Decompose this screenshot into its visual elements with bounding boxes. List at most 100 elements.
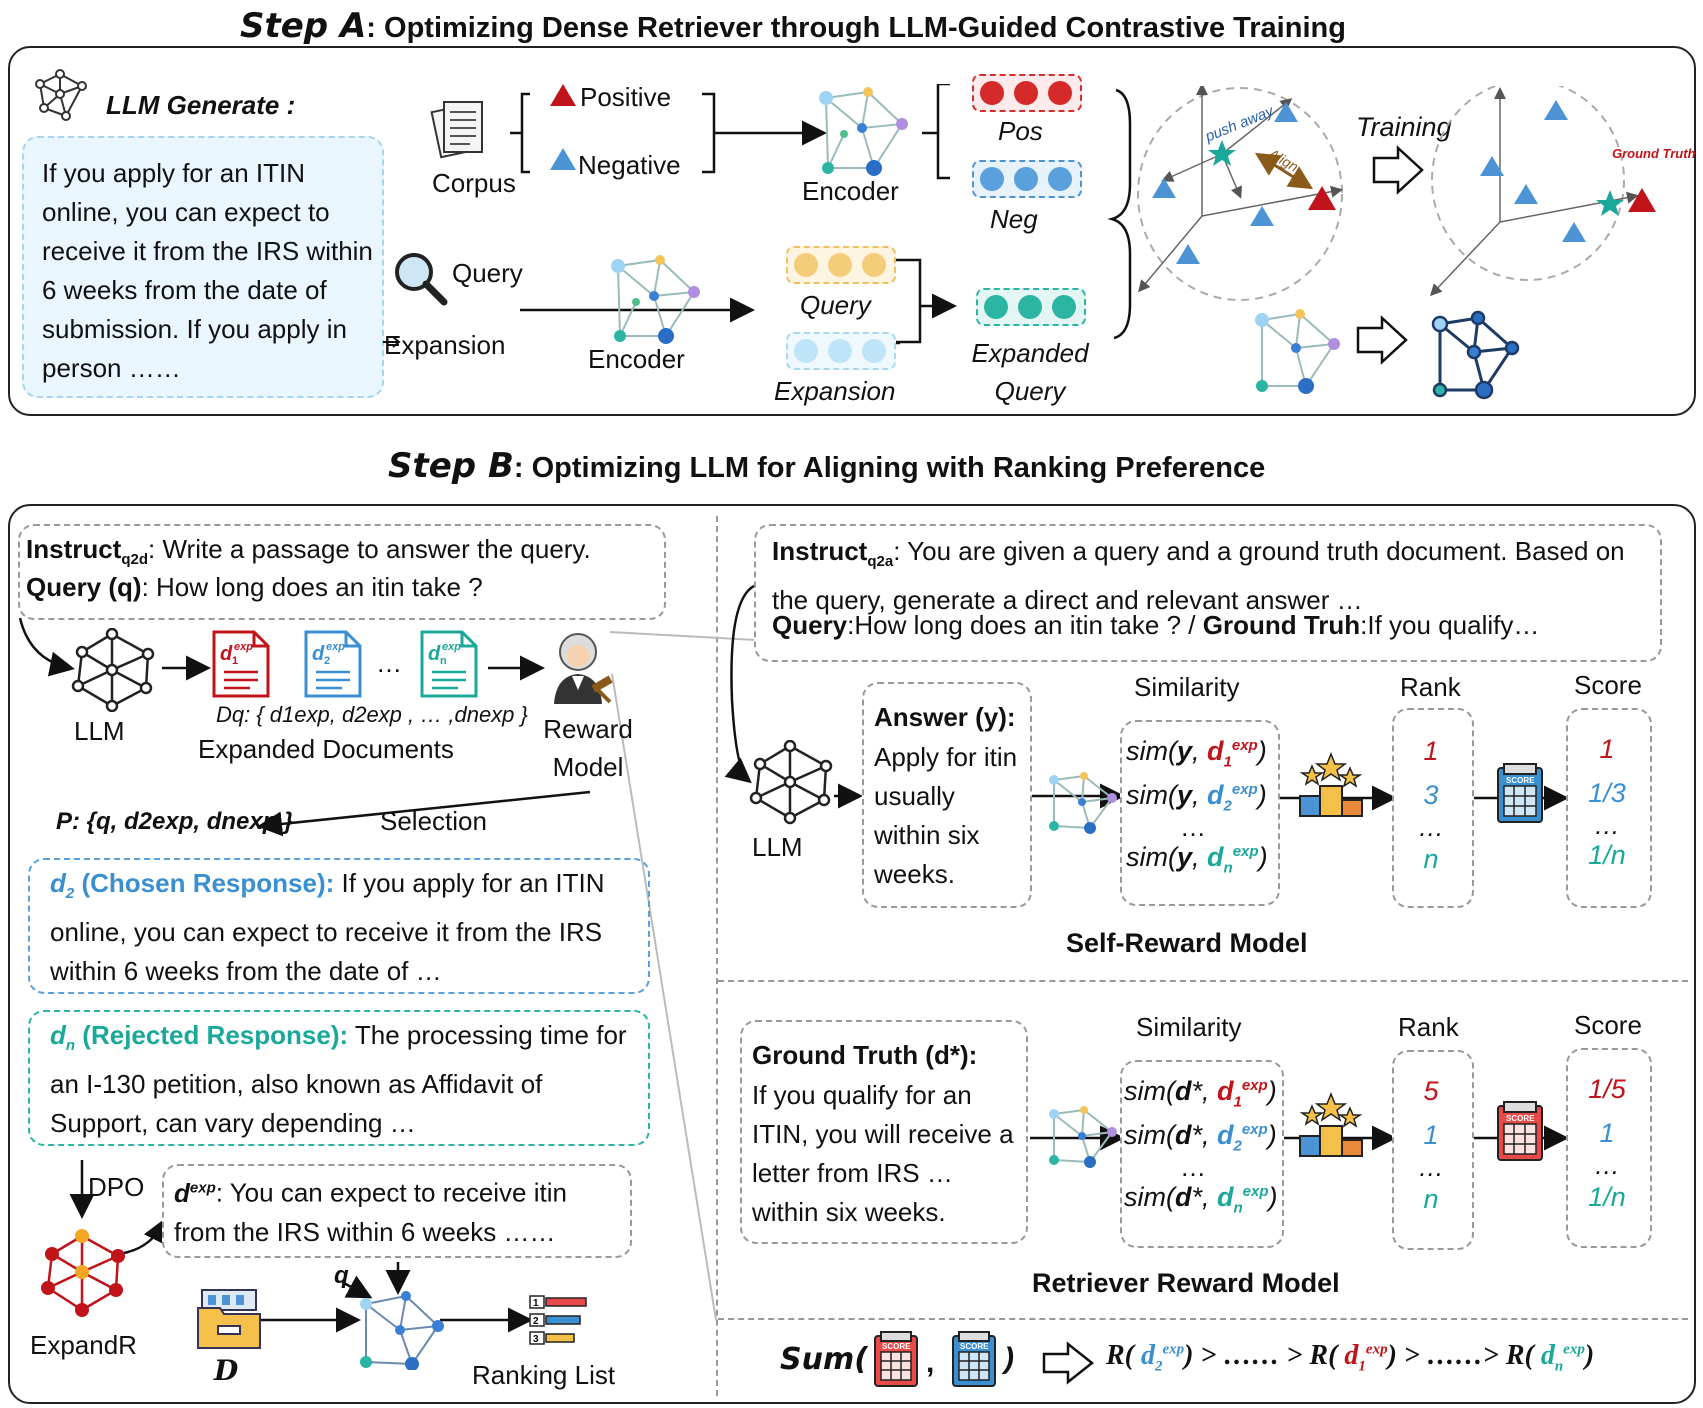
query-dot: [828, 253, 852, 277]
pos-dot: [1048, 81, 1072, 105]
encoder-before-icon: [1255, 309, 1340, 394]
score-1-item: 1/3: [1588, 778, 1626, 808]
q-input-label: q: [334, 1262, 349, 1289]
score-1-item: 1/n: [1588, 840, 1626, 870]
svg-text:exp: exp: [234, 641, 253, 653]
expanded-documents-label: Expanded Documents: [198, 734, 454, 764]
rank-1-item: 3: [1423, 780, 1439, 810]
passage-box: [22, 136, 384, 398]
self-reward-model-label: Self-Reward Model: [1066, 928, 1308, 958]
chosen-response-box: [28, 858, 650, 994]
selection-label: Selection: [380, 806, 487, 836]
svg-text:1: 1: [232, 655, 238, 667]
sim-y-d1: sim(y, d1exp): [1126, 736, 1267, 771]
dq-set-label: Dq: { d1exp, d2exp , … ,dnexp }: [216, 702, 528, 727]
step-a-title: Step A: Optimizing Dense Retriever throu…: [240, 6, 1346, 46]
rank-1-item: …: [1418, 812, 1444, 842]
expanded-dot: [1018, 295, 1042, 319]
llm-label-right: LLM: [752, 832, 803, 862]
negative-triangle-icon: [550, 148, 576, 170]
podium-icon-1: [1299, 752, 1363, 817]
sim-y-dn: sim(y, dnexp): [1126, 842, 1268, 877]
ranking-list-label: Ranking List: [472, 1360, 616, 1390]
similarity-header-1: Similarity: [1134, 672, 1240, 702]
answer-text: Apply for itin usually within six weeks.: [874, 742, 1018, 889]
rank-header-1: Rank: [1400, 672, 1461, 702]
svg-text:SCORE: SCORE: [882, 1342, 911, 1351]
sum-label: Sum(: [780, 1342, 868, 1377]
encoder-icon-bottom: [611, 255, 700, 344]
neg-dot: [1014, 167, 1038, 191]
expansion-dot: [794, 339, 818, 363]
svg-text:SCORE: SCORE: [960, 1342, 989, 1351]
rank-box-2: [1392, 1050, 1474, 1250]
score-2-item: 1/n: [1588, 1182, 1626, 1212]
ground-truth-label: Ground Truth: [1612, 146, 1696, 161]
expansion-arrow: [383, 336, 401, 348]
expansion-label: Expansion: [384, 330, 506, 360]
ranking-list-icon: 123: [529, 1295, 587, 1345]
retriever-icon: [360, 1291, 444, 1370]
rank-header-2: Rank: [1398, 1012, 1459, 1042]
dexp-text: dexp: You can expect to receive itin fro…: [174, 1177, 567, 1247]
svg-text:3: 3: [533, 1334, 539, 1345]
svg-text:SCORE: SCORE: [1506, 776, 1535, 785]
implies-arrow-icon: [1042, 1341, 1095, 1385]
svg-text:SCORE: SCORE: [1506, 1114, 1535, 1123]
svg-text:d: d: [220, 643, 233, 665]
sim-d-dn: sim(d*, dnexp): [1124, 1182, 1278, 1217]
positive-triangle-icon: [550, 84, 576, 106]
query-embedding-label: Query: [800, 290, 871, 320]
encoder-small-icon-2: [1049, 1106, 1117, 1168]
score-box-1: [1566, 708, 1652, 908]
query-dot: [794, 253, 818, 277]
svg-text:2: 2: [533, 1316, 539, 1327]
similarity-box-2: [1120, 1060, 1284, 1248]
scoreboard-sum-red-icon: SCORE: [874, 1331, 918, 1387]
query-label: Query: [452, 258, 523, 288]
similarity-header-2: Similarity: [1136, 1012, 1242, 1042]
neg-dot: [1048, 167, 1072, 191]
encoder-small-icon-1: [1049, 772, 1117, 834]
embedding-space-diagram: push away Align Training Ground Truth: [1137, 86, 1696, 365]
svg-text:2: 2: [324, 655, 330, 667]
final-ranking: R( d2exp) > …… > R( d1exp) > ……> R( dnex…: [1106, 1340, 1595, 1375]
svg-text:d: d: [428, 643, 441, 665]
expandr-label: ExpandR: [30, 1330, 137, 1360]
neg-dot: [980, 167, 1004, 191]
llm-network-icon: [71, 628, 155, 712]
query-dot: [862, 253, 886, 277]
corpus-label: Corpus: [432, 168, 516, 198]
score-header-1: Score: [1574, 670, 1642, 700]
magnifier-icon: [395, 253, 448, 306]
encoder-label-bottom: Encoder: [588, 344, 685, 374]
passage-text: If you apply for an ITIN online, you can…: [42, 158, 373, 383]
vertical-separator: [716, 516, 718, 1396]
training-label: Training: [1356, 112, 1452, 142]
scoreboard-icon-1: SCORE: [1497, 763, 1543, 823]
instruct-q2d-box: [18, 524, 666, 620]
rank-1-item: 1: [1423, 736, 1439, 766]
sum-comma: ,: [926, 1346, 935, 1379]
query-gt-line: Query:How long does an itin take ? / Gro…: [772, 610, 1540, 640]
pos-embedding: [972, 74, 1082, 112]
query-embedding: [786, 246, 896, 284]
expansion-embedding-label: Expansion: [774, 376, 896, 406]
pos-label: Pos: [998, 116, 1043, 146]
positive-label: Positive: [580, 82, 672, 112]
encoder-after-icon: [1431, 310, 1520, 400]
reward-model-label: Reward Model: [543, 714, 633, 782]
query-q-line: Query (q): How long does an itin take ?: [26, 572, 483, 602]
score-1-item: …: [1594, 810, 1620, 840]
score-2-item: 1: [1599, 1118, 1615, 1148]
sim-ellipsis-1: …: [1180, 812, 1206, 842]
network-icon: [35, 69, 87, 121]
horizontal-separator-1: [718, 980, 1688, 982]
judge-icon: [554, 633, 613, 704]
llm-network-icon-right: [749, 740, 833, 825]
svg-text:n: n: [440, 655, 447, 667]
folder-icon: [197, 1289, 261, 1349]
chosen-response-text: d2 (Chosen Response): If you apply for a…: [50, 868, 605, 987]
